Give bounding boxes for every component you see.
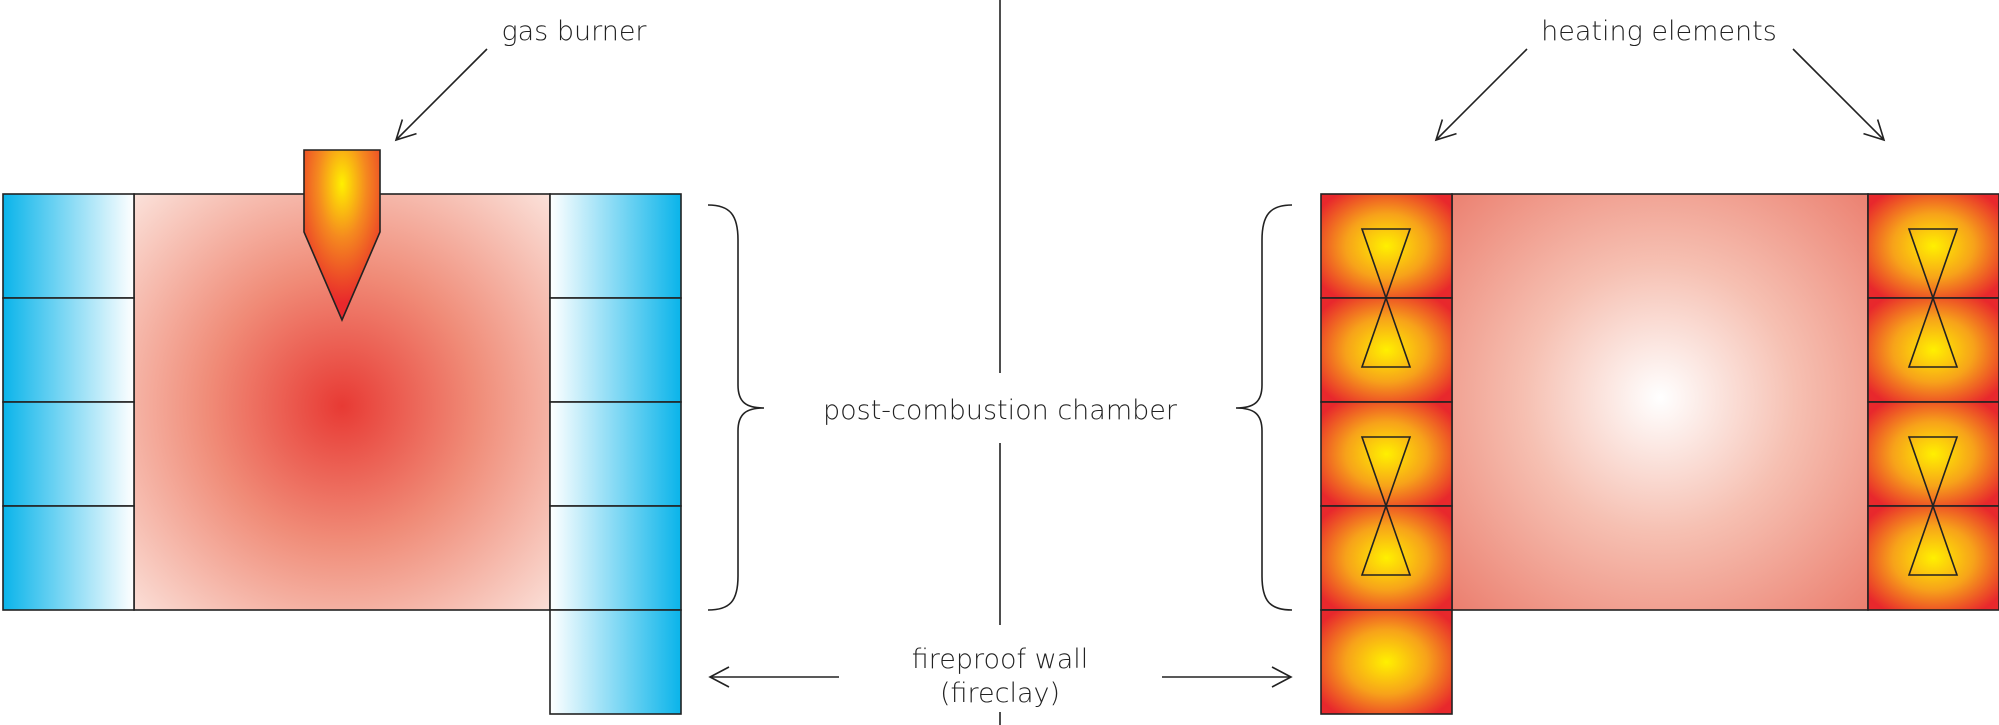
heating-element-icon <box>1360 503 1412 576</box>
heated-brick <box>1320 401 1453 507</box>
wall-brick <box>549 505 682 611</box>
gas-burner-label: gas burner <box>501 16 647 47</box>
gas-chamber-assembly <box>2 149 682 715</box>
gas-burner-arrow <box>394 48 488 142</box>
fireproof-wall-sublabel: (fireclay) <box>940 678 1060 709</box>
heating-element-icon <box>1907 228 1959 301</box>
wall-brick <box>549 193 682 299</box>
heating-element-icon <box>1360 436 1412 509</box>
post-combustion-chamber-label: post-combustion chamber <box>823 395 1178 426</box>
wall-brick <box>2 297 135 403</box>
electric-chamber-assembly <box>1320 193 1999 715</box>
heated-brick <box>1867 297 1999 403</box>
left-brace <box>707 204 765 611</box>
heating-element-icon <box>1360 295 1412 368</box>
heated-brick <box>1867 193 1999 299</box>
heating-element-icon <box>1907 436 1959 509</box>
arrows <box>394 48 1886 688</box>
right-brace <box>1235 204 1293 611</box>
heating-element-icon <box>1907 295 1959 368</box>
heating-element-arrow-left <box>1434 48 1528 142</box>
wall-brick <box>2 193 135 299</box>
right-heating-wall <box>1867 193 1999 611</box>
heated-brick <box>1320 609 1453 715</box>
heating-element-icon <box>1360 228 1412 301</box>
heated-brick <box>1867 505 1999 611</box>
heating-element-arrow-right <box>1792 48 1886 142</box>
gas-burner-nozzle <box>303 149 381 323</box>
wall-brick <box>2 401 135 507</box>
left-fireproof-wall <box>2 193 135 611</box>
heated-brick <box>1320 297 1453 403</box>
heated-brick <box>1867 401 1999 507</box>
wall-brick <box>549 401 682 507</box>
heating-element-icon <box>1907 503 1959 576</box>
fireproof-wall-label: fireproof wall <box>912 644 1089 675</box>
heated-brick <box>1320 505 1453 611</box>
left-heating-wall <box>1320 193 1453 715</box>
wall-brick <box>549 297 682 403</box>
heated-brick <box>1320 193 1453 299</box>
wall-brick <box>549 609 682 715</box>
heating-element-symbols <box>1360 228 1959 576</box>
electric-combustion-chamber <box>1451 193 1869 611</box>
heating-elements-label: heating elements <box>1541 16 1777 47</box>
right-fireproof-wall <box>549 193 682 715</box>
wall-brick <box>2 505 135 611</box>
